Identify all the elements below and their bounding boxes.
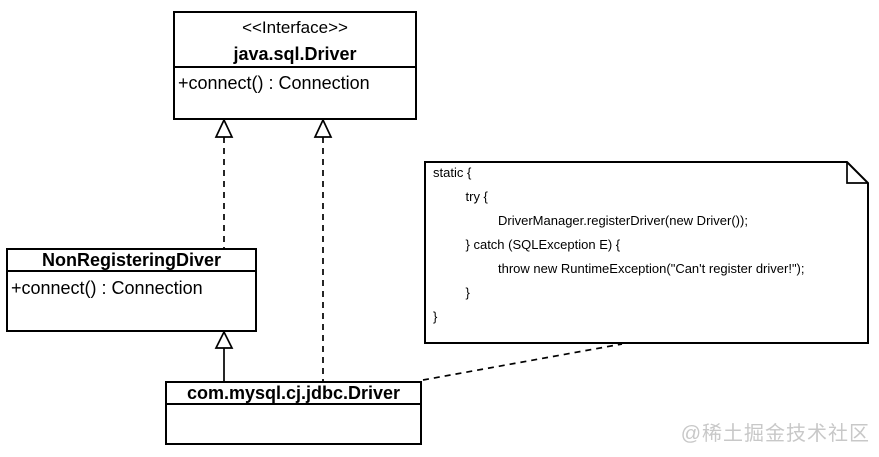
note-code-block: static { try { DriverManager.registerDri… [433,161,863,329]
note-fold-corner-icon [846,162,868,184]
note-code-line: } [433,309,438,324]
nonregistering-method: +connect() : Connection [11,278,203,298]
class-box-nonregistering-diver: NonRegisteringDiver +connect() : Connect… [6,248,257,332]
watermark: @稀土掘金技术社区 [680,423,870,445]
note-connector [422,343,623,381]
note-code-line: throw new RuntimeException("Can't regist… [433,261,805,276]
interface-class-name: java.sql.Driver [233,44,357,64]
realization-arrowhead-nonregistering-icon [214,118,234,138]
class-title-compartment: com.mysql.cj.jdbc.Driver [167,383,420,405]
class-box-java-sql-driver: <<Interface>> java.sql.Driver +connect()… [173,11,417,120]
note-code-line: try { [433,189,488,204]
interface-method: +connect() : Connection [178,73,370,93]
note-code-line: } catch (SQLException E) { [433,237,621,252]
note-shape [424,161,869,344]
mysql-driver-class-name: com.mysql.cj.jdbc.Driver [186,383,401,403]
note-code-line: DriverManager.registerDriver(new Driver(… [433,213,748,228]
interface-stereotype: <<Interface>> [242,18,348,37]
generalization-arrowhead-icon [214,330,234,349]
note-code-line: static { [433,165,472,180]
method-compartment: +connect() : Connection [8,272,255,299]
nonregistering-class-name: NonRegisteringDiver [41,250,222,270]
class-title-compartment: <<Interface>> java.sql.Driver [175,13,415,68]
realization-arrowhead-mysql-driver-icon [313,118,333,138]
method-compartment: +connect() : Connection [175,68,415,94]
class-box-mysql-driver: com.mysql.cj.jdbc.Driver [165,381,422,445]
note-code-line: } [433,285,470,300]
empty-compartment [167,405,420,410]
class-title-compartment: NonRegisteringDiver [8,250,255,272]
